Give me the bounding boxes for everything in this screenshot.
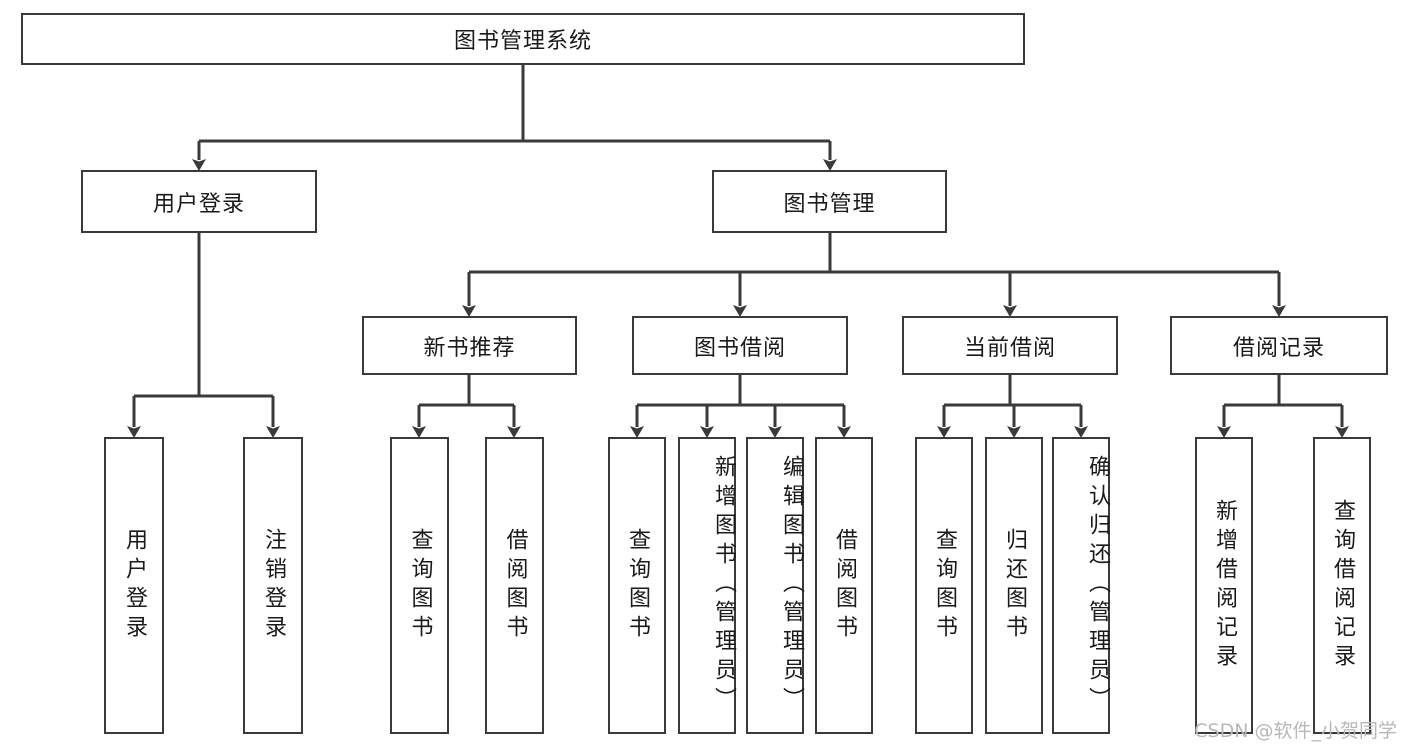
node-borrow-record[interactable]: 借阅记录 xyxy=(1170,316,1388,375)
node-leaf-user-login-label: 用户登录 xyxy=(122,527,147,644)
node-current-borrow-label: 当前借阅 xyxy=(963,335,1056,361)
node-leaf-query-book-borrow[interactable]: 查询图书 xyxy=(608,437,666,734)
node-new-book-recommend-label: 新书推荐 xyxy=(423,335,516,361)
node-root-label: 图书管理系统 xyxy=(453,29,592,54)
node-user-login[interactable]: 用户登录 xyxy=(81,170,317,233)
node-leaf-return-book-label: 归还图书 xyxy=(1002,527,1027,644)
node-leaf-query-borrow-record-label: 查询借阅记录 xyxy=(1330,498,1355,673)
node-book-management-label: 图书管理 xyxy=(783,191,876,217)
node-leaf-borrow-book-label: 借阅图书 xyxy=(832,527,857,644)
node-book-borrow[interactable]: 图书借阅 xyxy=(632,316,848,375)
node-leaf-borrow-book-newbook[interactable]: 借阅图书 xyxy=(485,437,544,734)
node-leaf-query-book-current[interactable]: 查询图书 xyxy=(915,437,973,734)
node-leaf-edit-book[interactable]: 编辑图书（管理员） xyxy=(746,437,804,734)
node-leaf-query-book-current-label: 查询图书 xyxy=(932,527,957,644)
node-leaf-add-book[interactable]: 新增图书（管理员） xyxy=(678,437,736,734)
node-leaf-edit-book-label: 编辑图书（管理员） xyxy=(779,455,804,716)
node-leaf-query-book-newbook-label: 查询图书 xyxy=(407,527,433,644)
node-current-borrow[interactable]: 当前借阅 xyxy=(902,316,1118,375)
node-user-login-label: 用户登录 xyxy=(152,191,245,217)
node-leaf-logout[interactable]: 注销登录 xyxy=(243,437,303,734)
node-leaf-user-login[interactable]: 用户登录 xyxy=(104,437,164,734)
node-new-book-recommend[interactable]: 新书推荐 xyxy=(362,316,577,375)
node-leaf-borrow-book-newbook-label: 借阅图书 xyxy=(502,527,528,644)
node-leaf-return-book[interactable]: 归还图书 xyxy=(985,437,1043,734)
node-root[interactable]: 图书管理系统 xyxy=(21,13,1025,65)
node-borrow-record-label: 借阅记录 xyxy=(1232,335,1325,361)
node-leaf-logout-label: 注销登录 xyxy=(261,527,286,644)
node-leaf-borrow-book[interactable]: 借阅图书 xyxy=(815,437,873,734)
node-leaf-add-borrow-record[interactable]: 新增借阅记录 xyxy=(1195,437,1253,734)
node-book-borrow-label: 图书借阅 xyxy=(693,335,786,361)
node-leaf-query-borrow-record[interactable]: 查询借阅记录 xyxy=(1313,437,1371,734)
node-leaf-confirm-return-label: 确认归还（管理员） xyxy=(1085,455,1110,716)
node-leaf-confirm-return[interactable]: 确认归还（管理员） xyxy=(1052,437,1110,734)
node-leaf-add-borrow-record-label: 新增借阅记录 xyxy=(1212,498,1237,673)
node-leaf-add-book-label: 新增图书（管理员） xyxy=(711,455,736,716)
node-book-management[interactable]: 图书管理 xyxy=(712,170,947,233)
watermark: CSDN @软件_小贺同学 xyxy=(1194,720,1397,742)
node-leaf-query-book-newbook[interactable]: 查询图书 xyxy=(390,437,449,734)
node-leaf-query-book-borrow-label: 查询图书 xyxy=(625,527,650,644)
